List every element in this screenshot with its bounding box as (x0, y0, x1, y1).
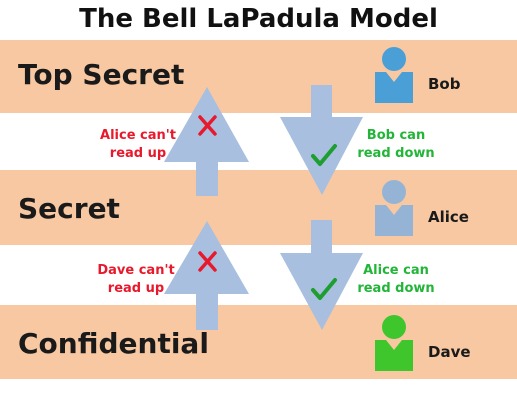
level-label-secret: Secret (18, 192, 120, 225)
band-top-secret (0, 40, 517, 113)
level-label-top-secret: Top Secret (18, 58, 185, 91)
denied-note-line2: read up (107, 281, 165, 296)
allowed-note: Bob can read down (346, 127, 446, 163)
denied-note-line2: read up (109, 146, 167, 161)
denied-note-line1: Dave can't (97, 263, 175, 278)
allowed-note-line2: read down (357, 281, 435, 296)
person-name-alice: Alice (428, 208, 469, 226)
band-gap-1 (0, 113, 517, 170)
person-icon (375, 47, 413, 103)
band-secret (0, 170, 517, 245)
person-icon (375, 315, 413, 371)
check-icon (311, 144, 337, 166)
down-arrow (280, 220, 363, 330)
page-title: The Bell LaPadula Model (79, 4, 438, 34)
band-gap-2 (0, 245, 517, 305)
level-label-confidential: Confidential (18, 327, 209, 360)
allowed-note-line1: Alice can (363, 263, 429, 278)
allowed-note: Alice can read down (346, 262, 446, 298)
allowed-note-line1: Bob can (366, 128, 426, 143)
down-arrow (280, 85, 363, 195)
denied-note: Dave can't read up (86, 262, 186, 298)
person-name-bob: Bob (428, 75, 461, 93)
denied-note-line1: Alice can't (100, 128, 176, 143)
person-name-dave: Dave (428, 343, 471, 361)
band-confidential (0, 305, 517, 379)
cross-icon (198, 115, 217, 136)
person-icon (375, 180, 413, 236)
allowed-note-line2: read down (357, 146, 435, 161)
denied-note: Alice can't read up (88, 127, 188, 163)
cross-icon (198, 251, 217, 272)
up-arrow (164, 87, 249, 196)
check-icon (311, 278, 337, 300)
up-arrow (164, 221, 249, 330)
